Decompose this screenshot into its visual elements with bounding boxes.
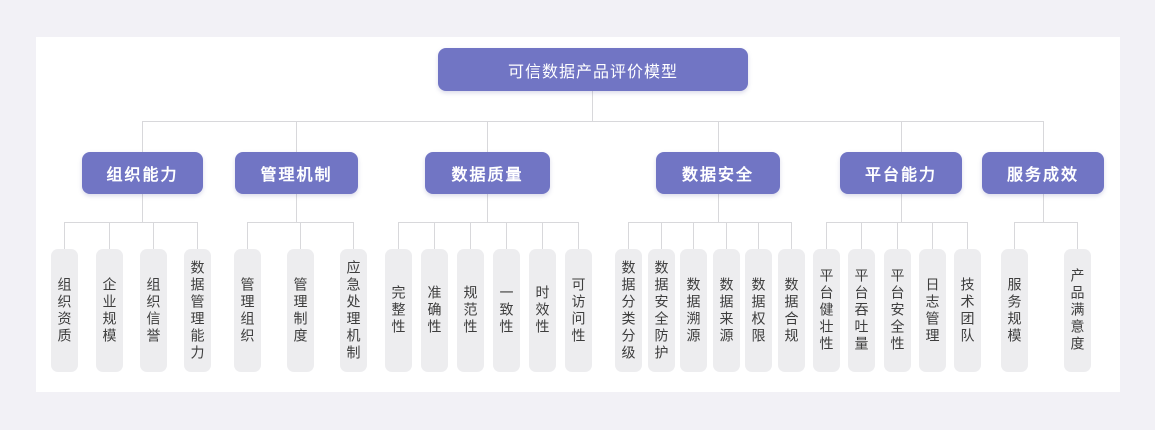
leaf-node: 数据分类分级 — [615, 249, 642, 372]
connector-line — [64, 222, 65, 249]
connector-line — [153, 222, 154, 249]
connector-line — [628, 222, 629, 249]
branch-node-platform: 平台能力 — [840, 152, 962, 194]
leaf-node: 服务规模 — [1001, 249, 1028, 372]
connector-line — [1014, 222, 1015, 249]
connector-line — [901, 194, 902, 222]
connector-line — [693, 222, 694, 249]
connector-line — [353, 222, 354, 249]
leaf-node: 企业规模 — [96, 249, 123, 372]
connector-line — [661, 222, 662, 249]
leaf-node: 平台吞吐量 — [848, 249, 875, 372]
connector-line — [300, 222, 301, 249]
leaf-node: 准确性 — [421, 249, 448, 372]
leaf-node: 数据来源 — [713, 249, 740, 372]
branch-node-data-quality: 数据质量 — [425, 152, 550, 194]
connector-line — [718, 121, 719, 152]
connector-line — [142, 121, 1044, 122]
branch-node-service: 服务成效 — [982, 152, 1104, 194]
connector-line — [901, 121, 902, 152]
leaf-node: 完整性 — [385, 249, 412, 372]
branch-node-data-security: 数据安全 — [656, 152, 780, 194]
connector-line — [142, 194, 143, 222]
connector-line — [726, 222, 727, 249]
connector-line — [542, 222, 543, 249]
connector-line — [434, 222, 435, 249]
connector-line — [861, 222, 862, 249]
connector-line — [826, 222, 827, 249]
connector-line — [592, 91, 593, 121]
connector-line — [487, 194, 488, 222]
leaf-node: 应急处理机制 — [340, 249, 367, 372]
leaf-node: 平台健壮性 — [813, 249, 840, 372]
connector-line — [470, 222, 471, 249]
connector-line — [1043, 194, 1044, 222]
leaf-node: 组织信誉 — [140, 249, 167, 372]
connector-line — [897, 222, 898, 249]
connector-line — [718, 194, 719, 222]
connector-line — [197, 222, 198, 249]
connector-line — [109, 222, 110, 249]
connector-line — [506, 222, 507, 249]
connector-line — [826, 222, 967, 223]
leaf-node: 数据溯源 — [680, 249, 707, 372]
connector-line — [398, 222, 399, 249]
connector-line — [398, 222, 578, 223]
connector-line — [64, 222, 197, 223]
leaf-node: 技术团队 — [954, 249, 981, 372]
connector-line — [628, 222, 791, 223]
connector-line — [578, 222, 579, 249]
connector-line — [758, 222, 759, 249]
branch-node-organization: 组织能力 — [82, 152, 203, 194]
connector-line — [932, 222, 933, 249]
connector-line — [1014, 222, 1077, 223]
leaf-node: 组织资质 — [51, 249, 78, 372]
leaf-node: 数据合规 — [778, 249, 805, 372]
leaf-node: 数据安全防护 — [648, 249, 675, 372]
leaf-node: 日志管理 — [919, 249, 946, 372]
leaf-node: 数据权限 — [745, 249, 772, 372]
leaf-node: 管理制度 — [287, 249, 314, 372]
connector-line — [247, 222, 248, 249]
connector-line — [791, 222, 792, 249]
leaf-node: 规范性 — [457, 249, 484, 372]
leaf-node: 时效性 — [529, 249, 556, 372]
connector-line — [1043, 121, 1044, 152]
connector-line — [296, 194, 297, 222]
root-node: 可信数据产品评价模型 — [438, 48, 748, 91]
connector-line — [1077, 222, 1078, 249]
connector-line — [487, 121, 488, 152]
connector-line — [142, 121, 143, 152]
connector-line — [296, 121, 297, 152]
leaf-node: 数据管理能力 — [184, 249, 211, 372]
branch-node-management: 管理机制 — [235, 152, 358, 194]
leaf-node: 可访问性 — [565, 249, 592, 372]
leaf-node: 产品满意度 — [1064, 249, 1091, 372]
leaf-node: 一致性 — [493, 249, 520, 372]
leaf-node: 平台安全性 — [884, 249, 911, 372]
leaf-node: 管理组织 — [234, 249, 261, 372]
connector-line — [967, 222, 968, 249]
